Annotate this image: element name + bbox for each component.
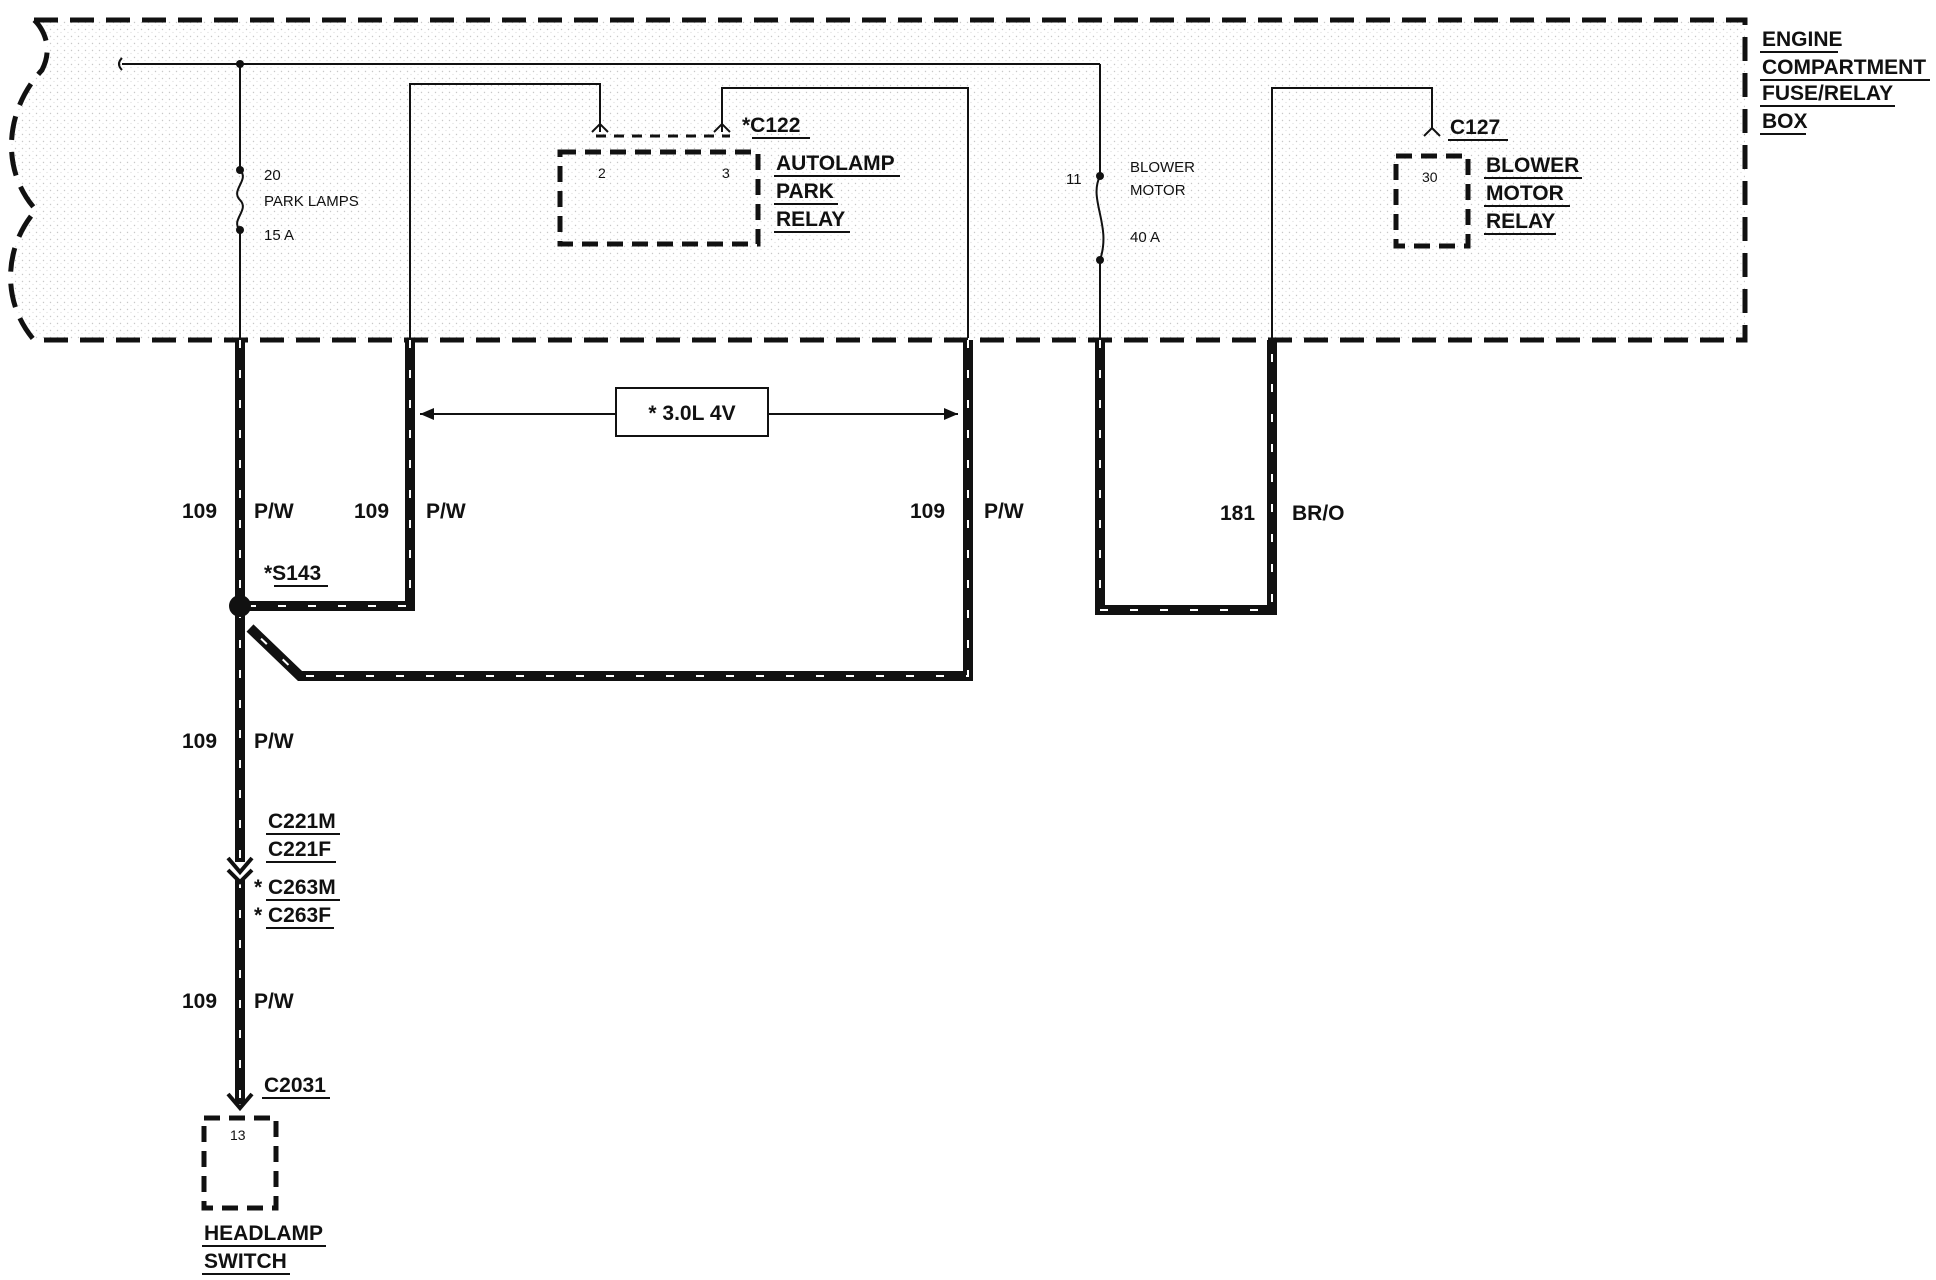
option-note-box [615, 387, 769, 437]
internal-wiring [118, 57, 1433, 338]
wire-109-to-splice [240, 340, 415, 611]
autolamp-relay-box [557, 149, 761, 247]
wire-stripe [1099, 340, 1273, 611]
connector-c122-label: *C122 [742, 114, 800, 137]
park-lamps-fuse-icon [236, 169, 244, 231]
wire-181-blower-loop [1095, 340, 1277, 615]
wire-circuit-number: 109 [910, 500, 945, 523]
wire-109-long-loop [246, 340, 973, 681]
wire-labels: 109 P/W 109 P/W 109 P/W 181 BR/O 109 P/W… [182, 500, 1345, 1013]
blower-motor-fuse: 11 BLOWER MOTOR 40 A [1066, 159, 1195, 246]
wire-color-code: P/W [984, 500, 1024, 523]
option-arrow-head-left [420, 408, 434, 420]
connector-female-symbol [226, 868, 254, 885]
blower-relay-name-line-3: RELAY [1486, 210, 1555, 233]
headlamp-switch-box [201, 1115, 279, 1211]
fuse-relay-box [8, 17, 1748, 343]
splice-s143-dot [229, 595, 251, 617]
blower-motor-relay: C127 30 BLOWER MOTOR RELAY [1393, 116, 1582, 249]
headlamp-switch-pin-13: 13 [230, 1127, 246, 1143]
autolamp-relay-name-line-3: RELAY [776, 208, 845, 231]
relay-pin2-wire [409, 83, 601, 338]
park-fuse-rating: 15 A [264, 227, 294, 244]
blower-relay-box [1393, 153, 1471, 249]
connector-c2031-label: C2031 [264, 1074, 326, 1097]
connector-c263m-prefix: * [254, 876, 263, 899]
wire-circuit-number: 181 [1220, 502, 1255, 525]
park-lamps-fuse: 20 PARK LAMPS 15 A [264, 167, 359, 244]
blower-fuse-rating: 40 A [1130, 229, 1160, 246]
connector-symbol [591, 122, 609, 133]
park-fuse-name: PARK LAMPS [264, 193, 359, 210]
connector-c263f-label: C263F [268, 904, 331, 927]
headlamp-switch: C2031 13 HEADLAMP SWITCH [201, 1074, 330, 1275]
fuse-box-area [10, 20, 1746, 340]
connector-c221m-label: C221M [268, 810, 336, 833]
blower-motor-fuse-icon [1095, 175, 1105, 261]
connector-symbol [713, 122, 731, 133]
blower-fuse-name-line-1: BLOWER [1130, 159, 1195, 176]
wire-color-code: BR/O [1292, 502, 1345, 525]
fuse-box-label-line-3: FUSE/RELAY [1762, 82, 1893, 105]
harness-wires [229, 340, 1277, 1104]
autolamp-relay-name-line-2: PARK [776, 180, 834, 203]
connector-c127-label: C127 [1450, 116, 1500, 139]
wire-color-code: P/W [426, 500, 466, 523]
fuse-box-label: ENGINE COMPARTMENT FUSE/RELAY BOX [1760, 28, 1930, 135]
park-fuse-number: 20 [264, 167, 281, 184]
blower-relay-wire [1271, 87, 1433, 338]
splice-label: *S143 [264, 562, 321, 585]
blower-relay-name-line-2: MOTOR [1486, 182, 1564, 205]
autolamp-park-relay: *C122 2 3 AUTOLAMP PARK RELAY [557, 114, 900, 247]
connector-male-symbol [226, 856, 254, 876]
connector-c263f-prefix: * [254, 904, 263, 927]
fuse-box-label-line-4: BOX [1762, 110, 1808, 133]
connector-c2031-symbol [226, 1092, 254, 1112]
blower-fuse-number: 11 [1066, 171, 1082, 188]
headlamp-switch-name-line-2: SWITCH [204, 1250, 287, 1273]
fuse-box-label-line-1: ENGINE [1762, 28, 1843, 51]
wire-color-code: P/W [254, 500, 294, 523]
wire-color-code: P/W [254, 990, 294, 1013]
option-note: * 3.0L 4V [420, 387, 958, 437]
connector-c263m-label: C263M [268, 876, 336, 899]
blower-relay-pin-30: 30 [1422, 169, 1438, 185]
wire-circuit-number: 109 [182, 500, 217, 523]
bus-break-symbol [118, 57, 123, 71]
fuse-box-border [8, 17, 1748, 343]
relay-pin3-wire [721, 87, 969, 338]
connector-symbol [1423, 126, 1441, 137]
headlamp-switch-name-line-1: HEADLAMP [204, 1222, 323, 1245]
blower-fuse-name-line-2: MOTOR [1130, 182, 1186, 199]
connector-c221f-label: C221F [268, 838, 331, 861]
autolamp-relay-name-line-1: AUTOLAMP [776, 152, 895, 175]
wire-circuit-number: 109 [182, 990, 217, 1013]
wire-circuit-number: 109 [354, 500, 389, 523]
relay-pin-3: 3 [722, 165, 730, 181]
wire-color-code: P/W [254, 730, 294, 753]
splice-s143: *S143 [264, 562, 328, 587]
fuse-box-label-line-2: COMPARTMENT [1762, 56, 1926, 79]
option-note-text: * 3.0L 4V [648, 402, 735, 425]
wire-circuit-number: 109 [182, 730, 217, 753]
blower-relay-name-line-1: BLOWER [1486, 154, 1579, 177]
inline-connectors: C221M C221F * C263M * C263F [226, 810, 340, 929]
relay-pin-2: 2 [598, 165, 606, 181]
option-arrow-head-right [944, 408, 958, 420]
